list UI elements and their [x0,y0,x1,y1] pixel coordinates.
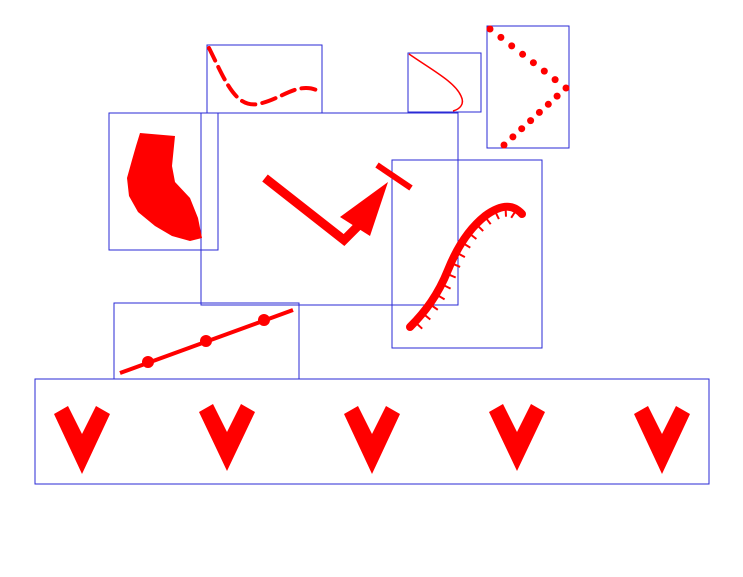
v-row-box [34,378,710,485]
chevron-dot [519,50,527,58]
chevron-dot [497,33,505,41]
chevron-dot [500,141,508,149]
chevron-dot [518,125,526,133]
line-dot-1 [142,356,154,368]
chevron-dot [529,59,537,67]
hatch-tick [510,208,518,219]
chevron-dot [562,84,570,92]
hatch-tick [450,261,461,268]
bent-arrow-with-bar [262,162,413,247]
hatched-curve-box [391,159,543,349]
dashed-wave-curve [207,46,323,107]
chevron-dots-box [486,25,570,149]
chevron-dot [551,76,559,84]
chevron-dot [508,42,516,50]
hatched-curve [406,202,526,331]
hatch-tick [483,215,492,225]
hatch-tick [467,232,478,240]
chevron-dot [535,108,543,116]
hatch-ticks [414,206,518,330]
v-chevron [54,406,110,474]
v-chevron [344,406,400,474]
thin-s-curve [408,53,464,112]
dotted-chevron [486,25,570,149]
hatch-tick [455,251,466,258]
arrow-bar [375,162,413,191]
arrow-box [200,112,459,306]
chevron-dot [540,67,548,75]
line-dot-3 [258,314,270,326]
v-chevron [489,404,545,471]
hatch-tick [441,283,452,290]
hatch-tick [414,321,423,330]
chevron-dot [553,92,561,100]
hatch-tick [461,241,471,249]
sock-glyph [127,133,202,241]
hatch-tick [421,312,431,321]
arrow-head [340,182,388,236]
hatch-tick [435,293,446,301]
hatch-tick [504,206,507,217]
hatch-tick [429,303,439,311]
sock-box [108,112,219,251]
chevron-dot [509,133,517,141]
hatched-curve-line [406,202,526,331]
v-chevron-row [54,404,690,474]
chevron-dot [544,100,552,108]
line-with-dots [119,308,294,375]
s-curve-box [407,52,482,113]
v-chevron [634,406,690,474]
chevron-dot [527,117,535,125]
chevron-dot [486,25,494,33]
line-dot-2 [200,335,212,347]
v-chevron [199,404,255,471]
hatch-tick [446,272,457,279]
hatch-tick [475,223,484,232]
hatch-tick [493,209,500,220]
